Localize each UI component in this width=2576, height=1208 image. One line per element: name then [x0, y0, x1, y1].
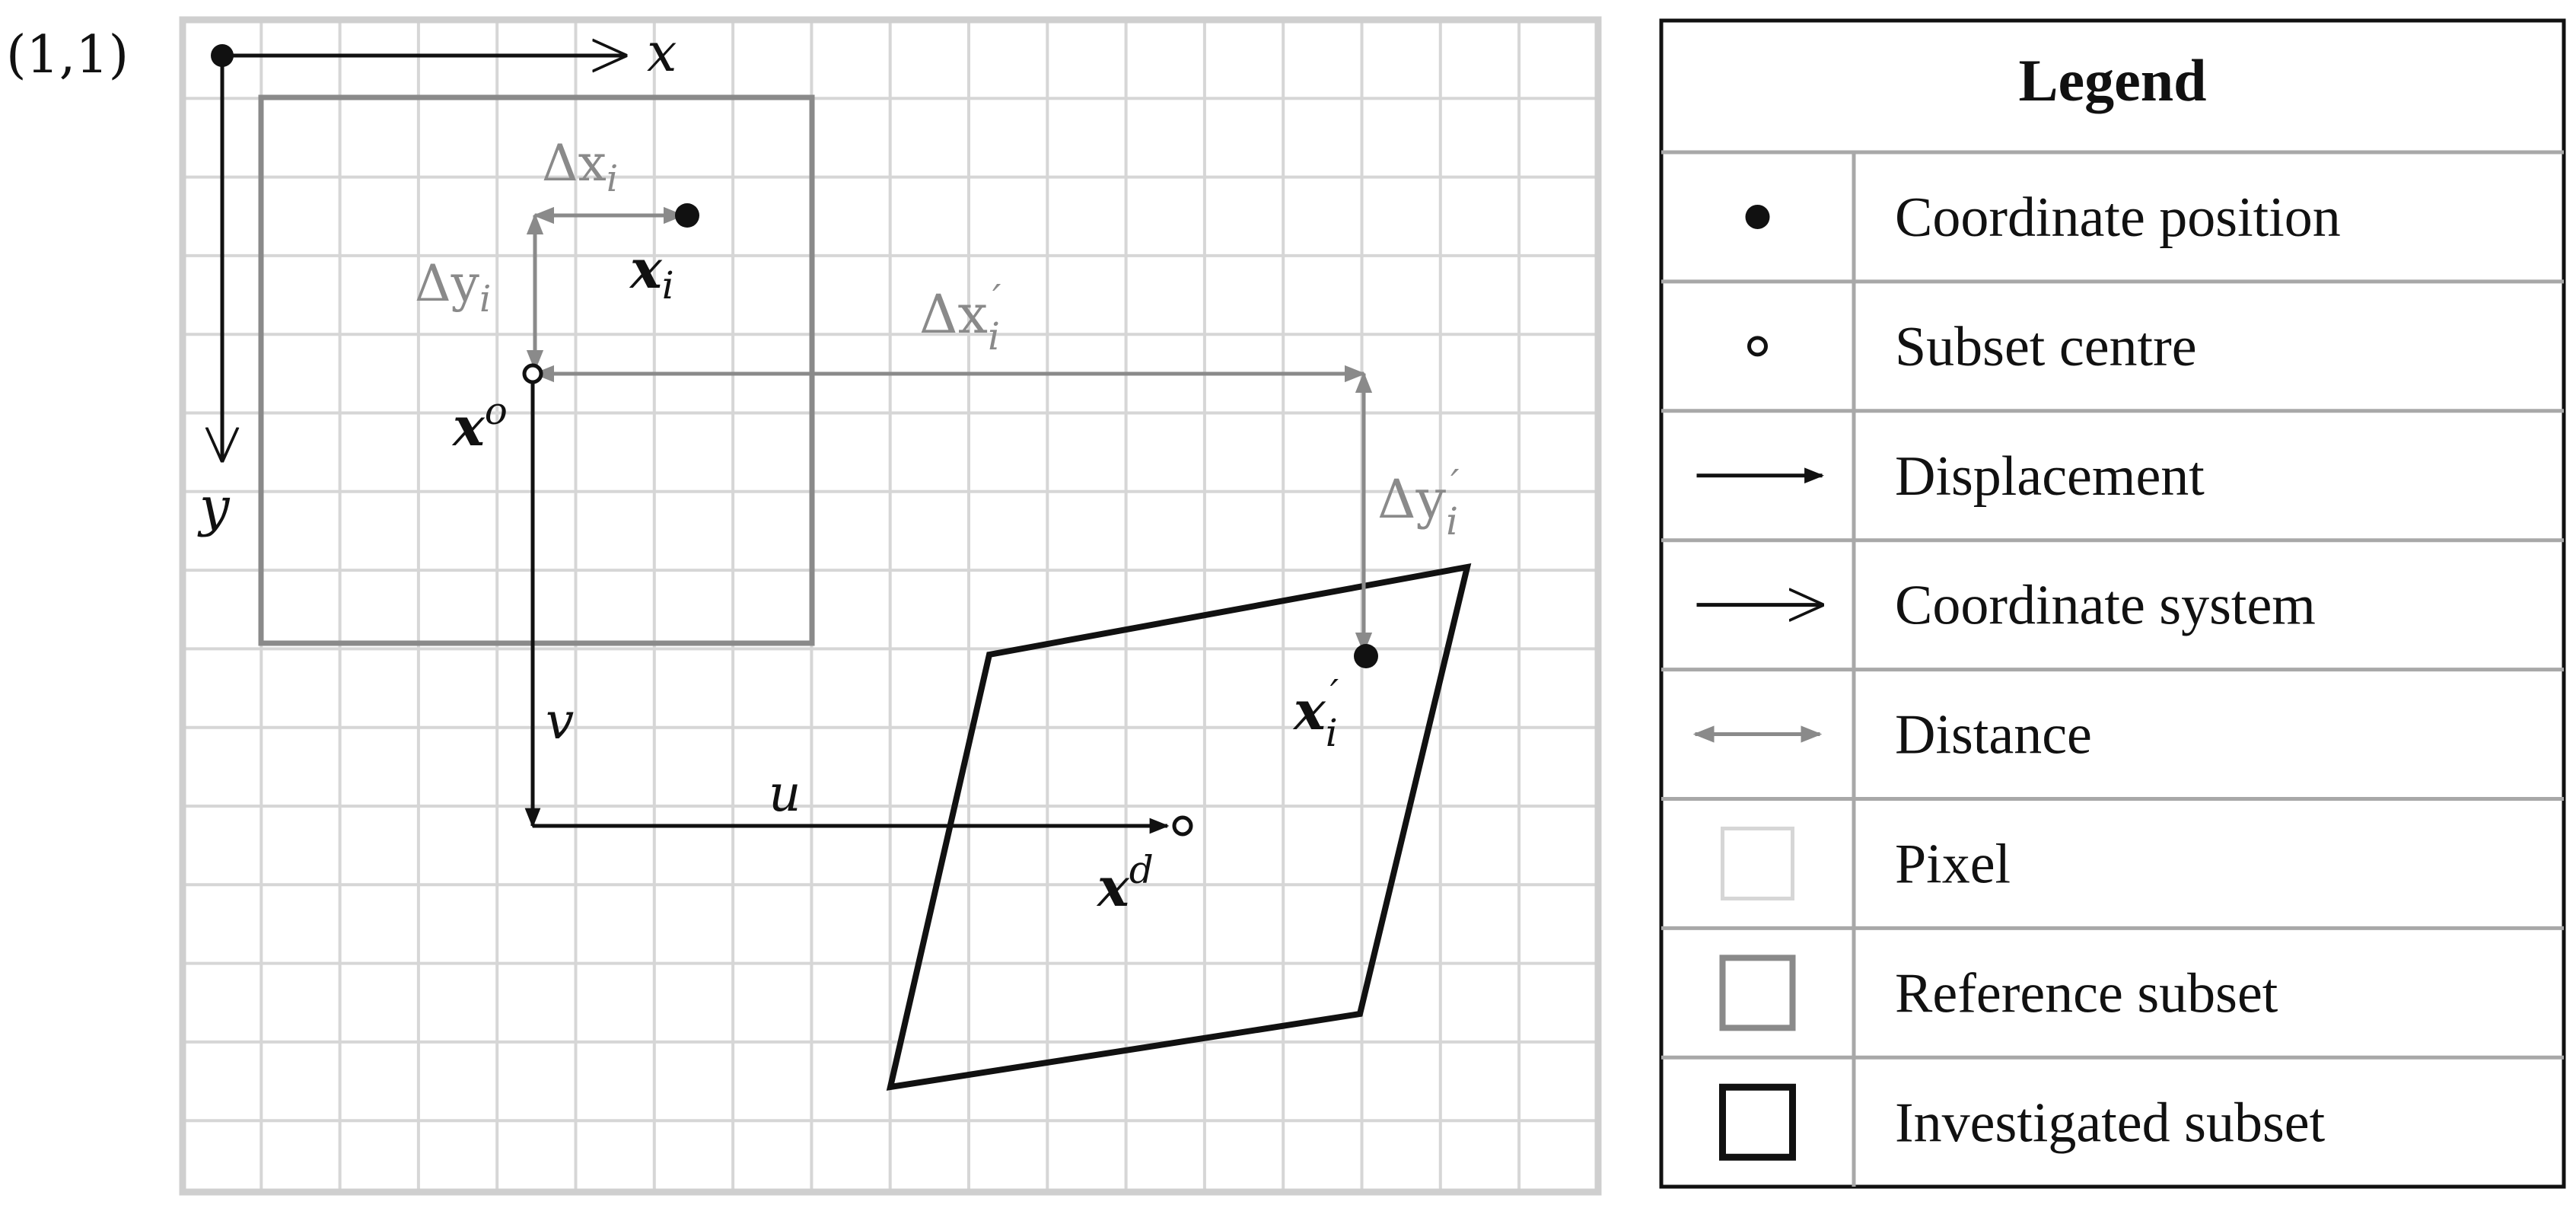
origin-label: (1,1)	[6, 25, 129, 85]
axis-x-label: x	[647, 21, 677, 84]
grid-border	[179, 16, 1602, 1196]
legend-item-label: Pixel	[1895, 833, 2011, 895]
legend-item-label: Investigated subset	[1895, 1092, 2326, 1154]
legend-item: Investigated subset	[1719, 1083, 2326, 1161]
legend-item-label: Displacement	[1895, 445, 2205, 508]
subset-centre-xo	[522, 363, 543, 384]
point-xi-label: xi	[629, 237, 674, 308]
investigated-subset	[886, 563, 1472, 1091]
legend-title: Legend	[2018, 47, 2206, 113]
hollow-dot-icon	[1747, 336, 1768, 357]
legend-item: Displacement	[1696, 445, 2205, 508]
pixel-grid	[183, 20, 1598, 1192]
coordinate-position-xi	[675, 203, 699, 228]
legend-item: Coordinate position	[1745, 186, 2341, 249]
legend-item-label: Distance	[1895, 704, 2092, 767]
subset-centre-xd	[1172, 815, 1193, 837]
delta-y-prime-label: Δyi′	[1377, 461, 1460, 543]
displacement-v-label: v	[546, 692, 574, 751]
legend-item-label: Subset centre	[1895, 316, 2197, 378]
center-xd-label: xd	[1096, 848, 1154, 919]
legend-item: Coordinate system	[1696, 575, 2316, 637]
point-xi-prime-label: xi′	[1292, 671, 1339, 755]
reference-subset-square-icon	[1719, 955, 1796, 1031]
legend-item: Subset centre	[1747, 316, 2197, 378]
pixel-square-icon	[1721, 826, 1794, 900]
legend-item: Distance	[1692, 704, 2092, 767]
coordinate-position-xi-prime	[1354, 644, 1378, 668]
axis-y-label: y	[197, 476, 231, 538]
filled-dot-icon	[1745, 204, 1770, 229]
legend-item-label: Coordinate position	[1895, 186, 2341, 249]
displacement-u-label: u	[769, 764, 801, 823]
delta-x-label: Δxi	[542, 134, 618, 200]
investigated-subset-square-icon	[1719, 1083, 1796, 1161]
legend-item-label: Reference subset	[1895, 962, 2278, 1025]
legend-item-label: Coordinate system	[1895, 575, 2316, 637]
delta-y-label: Δyi	[415, 254, 491, 320]
delta-x-prime-label: Δxi′	[919, 276, 1001, 359]
legend-item: Pixel	[1721, 826, 2011, 900]
legend-item: Reference subset	[1719, 955, 2278, 1031]
center-xo-label: xo	[451, 389, 508, 458]
